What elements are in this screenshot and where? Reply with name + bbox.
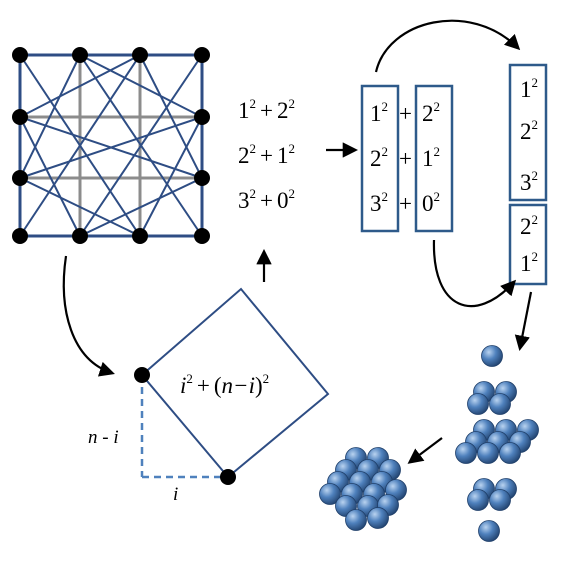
stack-bottom-item: 12 bbox=[520, 249, 538, 276]
sum-row-3: 32+02 bbox=[238, 186, 295, 213]
grid-dot bbox=[194, 47, 210, 63]
left-col-item: 22 bbox=[370, 144, 388, 171]
grid-dot bbox=[12, 109, 28, 125]
label-i: i bbox=[173, 484, 178, 505]
grid-dot bbox=[12, 228, 28, 244]
sum-row-2: 22+12 bbox=[238, 141, 295, 168]
tilted-square-1 bbox=[18, 53, 204, 238]
arrow-columns-to-stack-top bbox=[374, 19, 521, 73]
sum-expressions: 12+22 22+12 32+02 bbox=[238, 96, 295, 213]
right-col-item: 12 bbox=[422, 144, 440, 171]
star-lines bbox=[18, 53, 204, 238]
stack-bottom-box bbox=[508, 203, 548, 286]
sphere-layers bbox=[455, 345, 539, 542]
tilted-square-figure: i2+(n−i)2 n - i i bbox=[88, 287, 330, 505]
stack-bottom-item: 22 bbox=[520, 212, 538, 239]
sphere bbox=[319, 483, 341, 505]
grid-dot bbox=[194, 170, 210, 186]
right-column-box bbox=[414, 84, 454, 233]
right-col-item: 02 bbox=[422, 189, 440, 216]
sphere bbox=[477, 442, 499, 464]
sphere bbox=[367, 507, 389, 529]
sum-row-1: 12+22 bbox=[238, 96, 295, 123]
stacked-columns: 12 22 32 22 12 bbox=[508, 63, 548, 286]
star-line bbox=[19, 54, 141, 237]
outer-square bbox=[18, 53, 204, 238]
grid-dots bbox=[12, 47, 210, 244]
plus-sign: + bbox=[399, 101, 412, 126]
stack-top-box bbox=[508, 63, 548, 202]
grid-dot bbox=[194, 228, 210, 244]
grid-figure bbox=[12, 47, 210, 244]
grid-dot bbox=[132, 228, 148, 244]
left-col-item: 32 bbox=[370, 189, 388, 216]
sphere bbox=[499, 442, 521, 464]
tilted-square-2 bbox=[18, 53, 204, 238]
grid-dot bbox=[72, 47, 88, 63]
sphere bbox=[345, 509, 367, 531]
corner-dot bbox=[134, 367, 150, 383]
side-formula: i2+(n−i)2 bbox=[180, 371, 269, 398]
arrow-stack-to-spheres bbox=[514, 291, 533, 352]
sphere bbox=[478, 520, 500, 542]
arrows bbox=[62, 19, 533, 464]
star-line bbox=[79, 54, 203, 237]
grid-inner-lines bbox=[20, 55, 202, 236]
stack-top-item: 32 bbox=[520, 168, 538, 195]
star-line bbox=[19, 116, 203, 179]
sphere bbox=[481, 345, 503, 367]
plus-sign: + bbox=[399, 146, 412, 171]
boxed-columns: 12 22 32 + + + 22 12 02 bbox=[360, 84, 454, 233]
grid-dot bbox=[194, 109, 210, 125]
plus-sign: + bbox=[399, 191, 412, 216]
left-col-item: 12 bbox=[370, 99, 388, 126]
label-n-minus-i: n - i bbox=[88, 427, 119, 448]
sphere-pyramid bbox=[319, 447, 407, 531]
grid-dot bbox=[12, 170, 28, 186]
sphere bbox=[467, 393, 489, 415]
sphere bbox=[489, 489, 511, 511]
arrow-spheres-to-pyramid bbox=[407, 437, 443, 464]
grid-dot bbox=[12, 47, 28, 63]
arrow-grid-to-square bbox=[62, 255, 115, 377]
stack-top-item: 12 bbox=[520, 75, 538, 102]
tilted-square bbox=[140, 287, 330, 479]
sphere bbox=[489, 393, 511, 415]
right-col-item: 22 bbox=[422, 99, 440, 126]
grid-dot bbox=[72, 228, 88, 244]
sphere bbox=[455, 442, 477, 464]
corner-dot bbox=[220, 469, 236, 485]
left-column-box bbox=[360, 84, 400, 233]
sphere bbox=[467, 489, 489, 511]
arrow-columns-to-stack-bottom bbox=[432, 239, 517, 308]
stack-top-item: 22 bbox=[520, 117, 538, 144]
grid-dot bbox=[132, 47, 148, 63]
